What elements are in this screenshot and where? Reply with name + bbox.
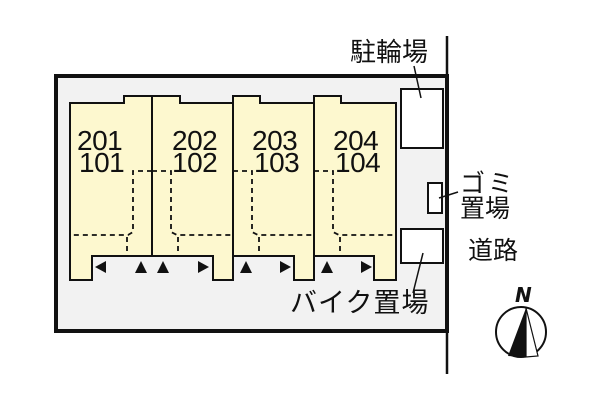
entrance-arrow-icon bbox=[361, 261, 372, 273]
leader-line bbox=[413, 65, 422, 99]
leader-line bbox=[438, 191, 459, 199]
unit-2-upper-number: 202 bbox=[172, 125, 218, 156]
interior-dashed-lines bbox=[72, 170, 395, 256]
unit-2-lower-number: 102 bbox=[172, 147, 218, 178]
unit-4-lower-number: 104 bbox=[335, 147, 381, 178]
entrance-arrow-icon bbox=[280, 261, 291, 273]
entrance-arrow-icon bbox=[198, 261, 209, 273]
entrance-arrow-icon bbox=[321, 261, 333, 273]
entrance-arrow-icon bbox=[135, 261, 147, 273]
entrance-arrow-icon bbox=[157, 261, 169, 273]
unit-3-lower-number: 103 bbox=[254, 147, 300, 178]
unit-1-upper-number: 201 bbox=[77, 125, 123, 156]
unit-3-upper-number: 203 bbox=[252, 125, 298, 156]
bicycle-parking-area bbox=[400, 88, 444, 149]
entrance-arrow-icons bbox=[95, 261, 372, 273]
garbage-area bbox=[427, 182, 443, 214]
unit-4-upper-number: 204 bbox=[333, 125, 379, 156]
garbage-label-line2: 置場 bbox=[460, 194, 511, 223]
leader-line bbox=[412, 252, 424, 294]
garbage-label-line1: ゴミ bbox=[460, 169, 517, 198]
motorbike-parking-label: バイク置場 bbox=[290, 288, 430, 319]
entrance-arrow-icon bbox=[240, 261, 252, 273]
unit-1-lower-number: 101 bbox=[79, 147, 125, 178]
bicycle-parking-label: 駐輪場 bbox=[350, 38, 429, 68]
road-label: 道路 bbox=[468, 236, 519, 265]
entrance-arrow-icon bbox=[95, 261, 106, 273]
north-label: N bbox=[515, 283, 532, 307]
north-compass-icon bbox=[495, 306, 547, 358]
